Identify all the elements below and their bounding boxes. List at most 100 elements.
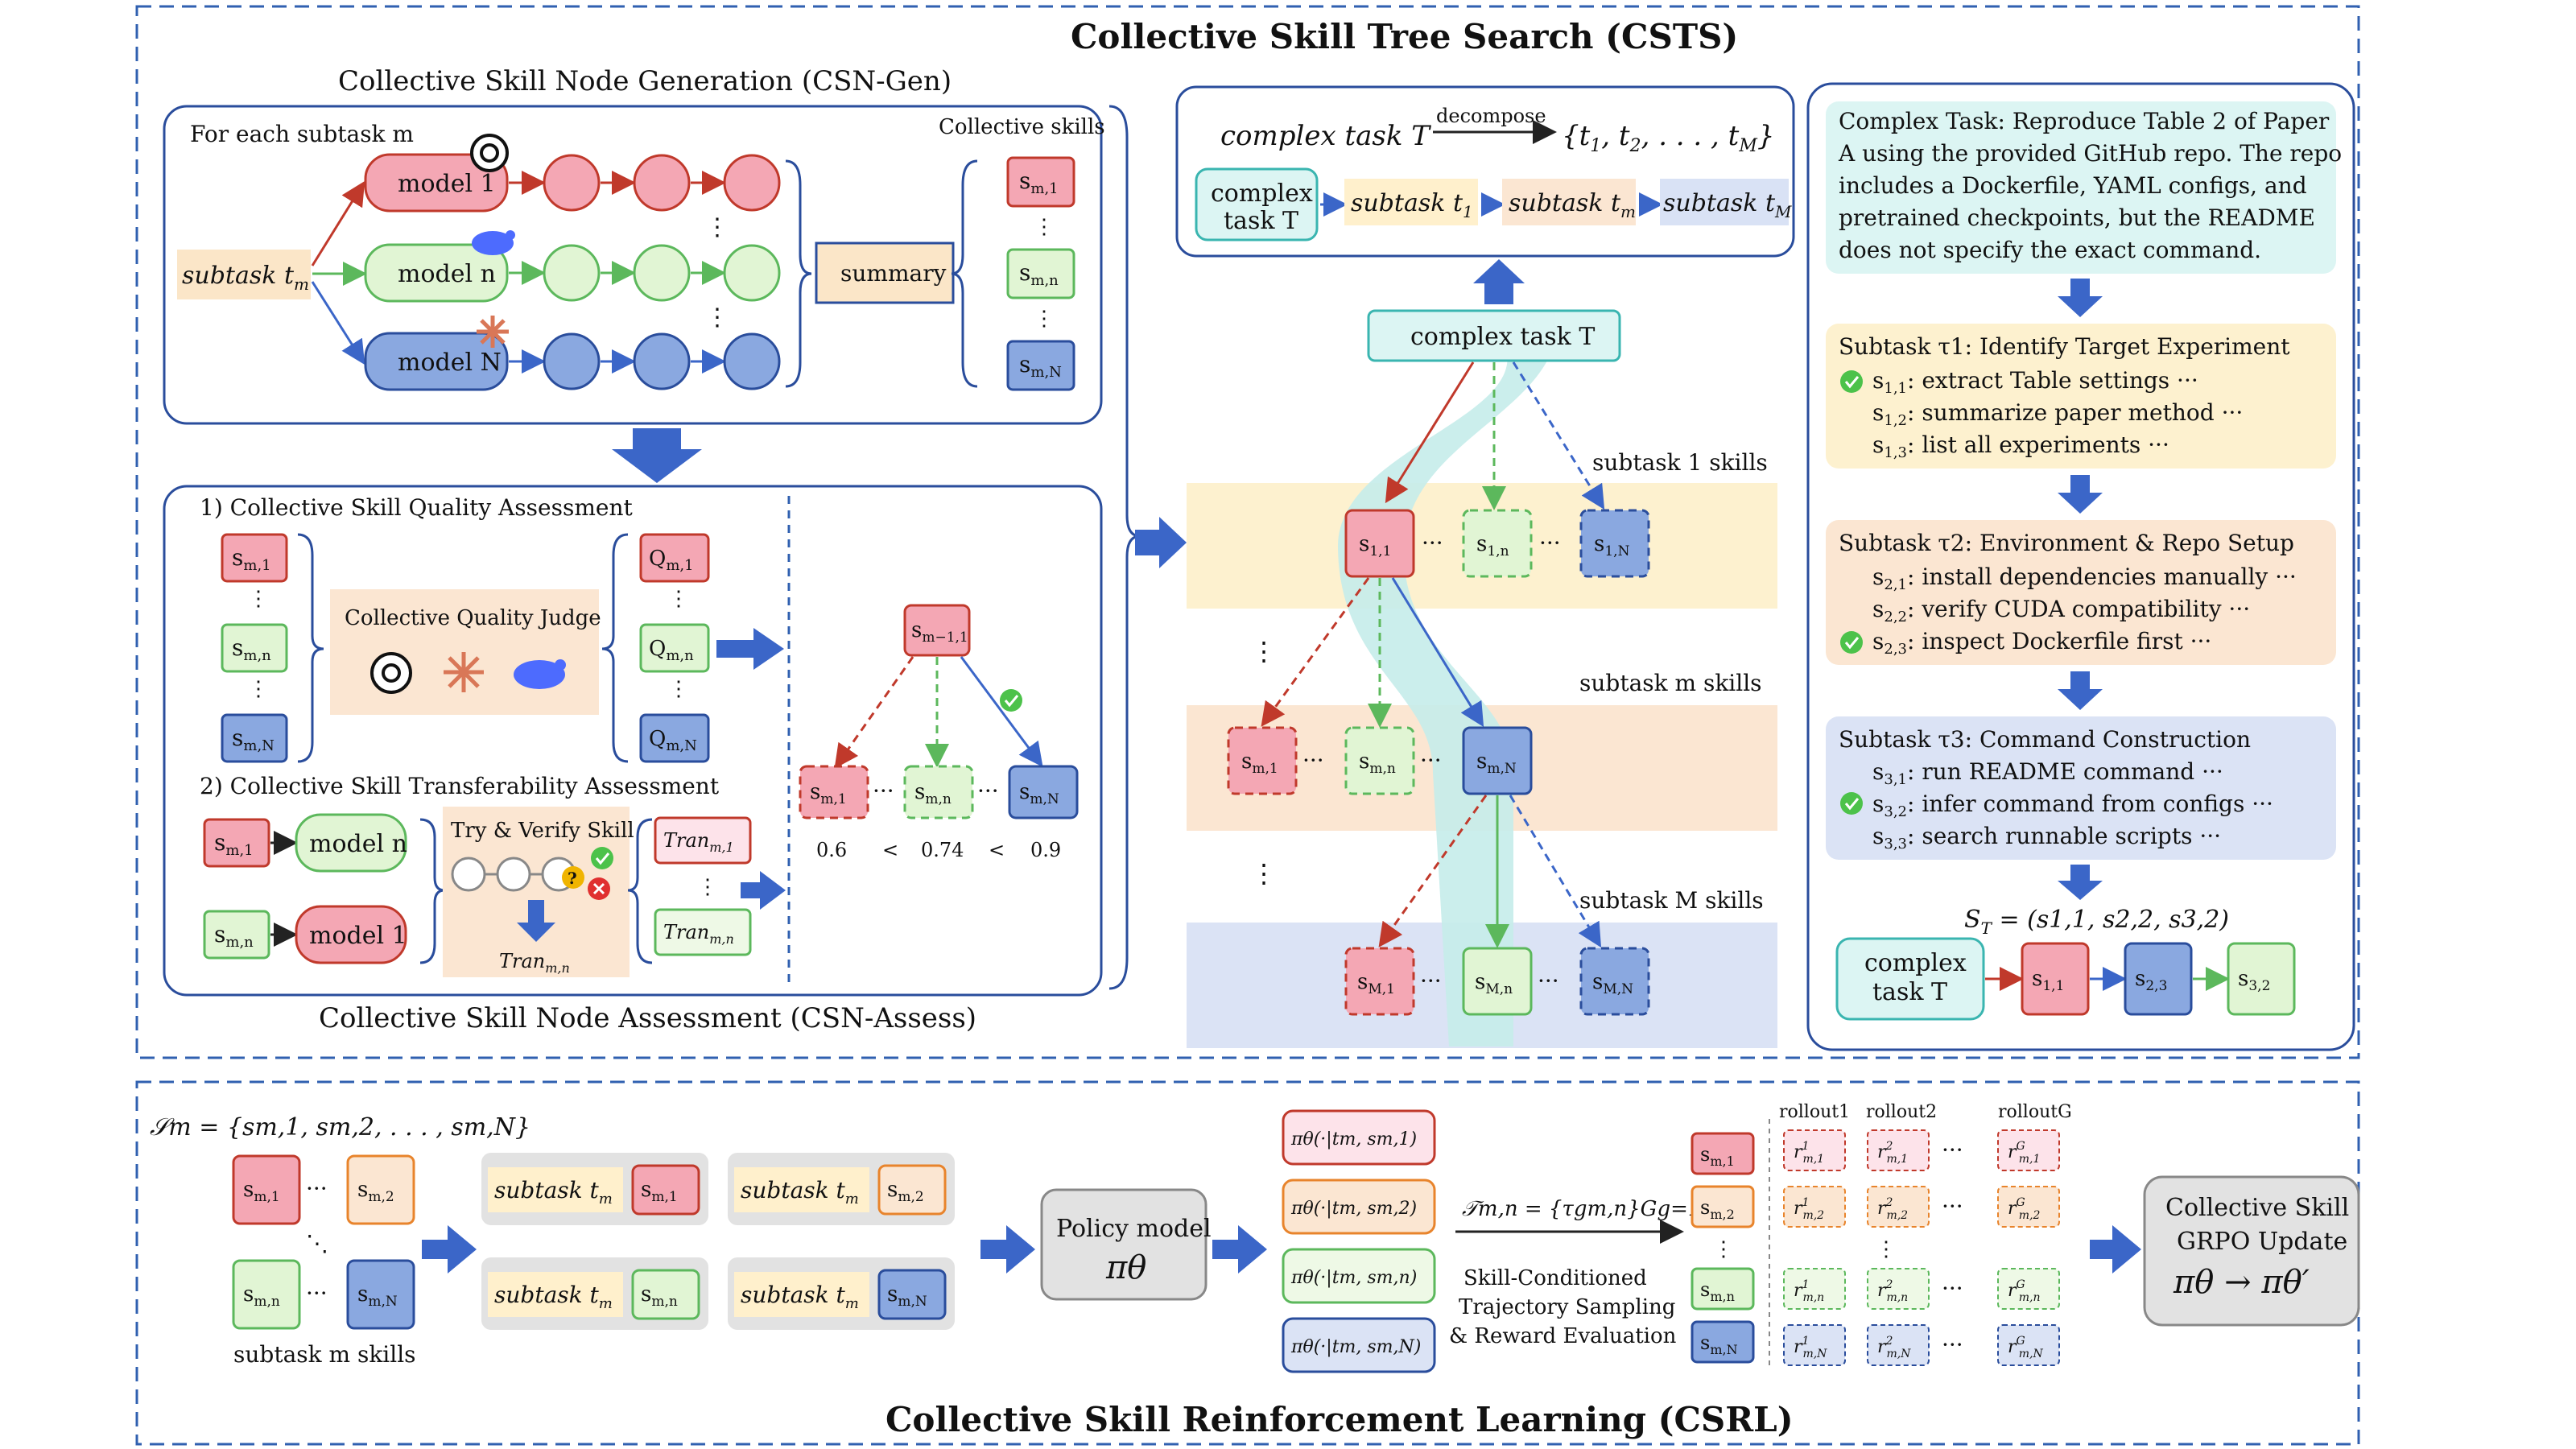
tree-node xyxy=(1462,726,1533,795)
final-skill-node xyxy=(2227,942,2296,1016)
tree-level-m: sm,1 ··· sm,n ··· sm,N xyxy=(1227,726,1533,795)
ddots: ⋱ xyxy=(306,1230,328,1257)
try-verify-label: Try & Verify Skill xyxy=(451,819,634,843)
summary-box xyxy=(815,242,955,304)
vdots: ⋮ xyxy=(248,587,269,611)
skill-label: sm,n xyxy=(232,634,271,664)
example-subtask-title: Subtask τ2: Environment & Repo Setup xyxy=(1839,530,2294,556)
skill-node xyxy=(203,818,270,868)
example-subtask-title: Subtask τ3: Command Construction xyxy=(1839,726,2251,753)
openai-icon xyxy=(370,652,412,694)
policy-output-label: πθ(·|tm, sm,N) xyxy=(1290,1337,1421,1357)
skill-label: sm,N xyxy=(232,724,275,754)
level-label: subtask M skills xyxy=(1579,887,1764,914)
model-n-node xyxy=(295,813,407,873)
hdots: ··· xyxy=(1420,747,1442,774)
reward-skill-node xyxy=(1690,1132,1755,1175)
example-subtask-box xyxy=(1826,716,2336,860)
skill-label: sm,1 xyxy=(1019,167,1059,197)
reward-skill-label: sm,1 xyxy=(1700,1143,1735,1169)
reward-cell xyxy=(1783,1268,1846,1310)
tree-child-node xyxy=(1008,765,1079,819)
hdots: ··· xyxy=(1942,1331,1963,1358)
example-task-line: includes a Dockerfile, YAML configs, and xyxy=(1839,172,2307,199)
tran-score-label: Tranm,1 xyxy=(663,829,734,855)
tree-root-label: complex task T xyxy=(1410,323,1595,351)
right-arrow xyxy=(1135,517,1187,568)
hdots: ··· xyxy=(1539,530,1561,556)
score-separator: < xyxy=(989,839,1005,861)
tree-level-M: sM,1 ··· sM,n ··· sM,N xyxy=(1344,947,1650,1016)
final-skill-label: s1,1 xyxy=(2032,967,2064,994)
vdots: ⋮ xyxy=(1713,1237,1734,1261)
skill-node xyxy=(1006,340,1075,391)
vdots: ⋮ xyxy=(705,213,729,242)
complex-task-line: complex xyxy=(1211,180,1313,208)
model-1-label: model 1 xyxy=(398,170,496,198)
reward-cell xyxy=(1783,1324,1846,1366)
vdots: ⋮ xyxy=(1251,636,1277,667)
quality-score-label: Qm,1 xyxy=(649,547,694,574)
down-arrow xyxy=(517,900,555,942)
gen-title: Collective Skill Node Generation (CSN-Ge… xyxy=(338,65,952,97)
example-subtask-box xyxy=(1826,324,2336,469)
decompose-label: decompose xyxy=(1436,105,1546,127)
q-score-list: Qm,1 ⋮ Qm,n ⋮ Qm,N xyxy=(639,533,710,763)
pair-subtask-chip xyxy=(734,1167,869,1212)
reward-cell xyxy=(1867,1186,1930,1228)
csrl-skill-node xyxy=(232,1154,301,1225)
model-n-node xyxy=(364,243,509,303)
reward-cell xyxy=(1867,1324,1930,1366)
down-arrow xyxy=(2058,865,2103,900)
grpo-label: GRPO Update xyxy=(2177,1228,2347,1256)
csrl-skill-label: sm,n xyxy=(243,1282,280,1310)
example-skill-line: s2,2: verify CUDA compatibility ··· xyxy=(1872,596,2250,625)
hdots: ··· xyxy=(1538,968,1559,994)
check-icon xyxy=(591,847,613,869)
csrl-skill-node xyxy=(346,1259,415,1330)
level-label: subtask 1 skills xyxy=(1592,449,1768,476)
reward-skill-label: sm,2 xyxy=(1700,1196,1735,1222)
tree-root-node xyxy=(1367,309,1621,362)
csrl-skill-grid: sm,1 ··· sm,2 ⋱ sm,n ··· sm,N xyxy=(232,1154,415,1330)
reward-skill-label: sm,n xyxy=(1700,1278,1735,1304)
collective-skills-title: Collective skills xyxy=(939,115,1105,139)
tree-node-label: sM,N xyxy=(1592,970,1633,997)
skill-label: sm,N xyxy=(1019,351,1062,381)
tree-node xyxy=(1579,509,1650,578)
score-value: 0.9 xyxy=(1030,839,1061,861)
tran-score-node xyxy=(654,908,752,956)
subtask-chip xyxy=(1502,179,1636,225)
skill-label: sm,1 xyxy=(232,544,271,574)
final-complex-task-line: task T xyxy=(1872,978,1947,1006)
tree-node-label: sm,N xyxy=(1476,749,1517,777)
example-subtask-box xyxy=(1826,520,2336,665)
reward-skill-node xyxy=(1690,1267,1755,1311)
tree-node-label: sm,1 xyxy=(1241,749,1278,777)
sampling-label: Trajectory Sampling xyxy=(1459,1295,1675,1319)
csrl-skill-label: sm,N xyxy=(357,1282,398,1310)
model-n-label: model n xyxy=(398,260,496,288)
policy-output-label: πθ(·|tm, sm,2) xyxy=(1290,1199,1417,1219)
reward-cell xyxy=(1997,1268,2060,1310)
grpo-update-formula: πθ → πθ′ xyxy=(2173,1264,2310,1301)
csrl-skill-label: sm,2 xyxy=(357,1178,394,1205)
csrl-skill-node xyxy=(232,1259,301,1330)
pair-subtask-label: subtask tm xyxy=(494,1177,613,1208)
vdots: ⋮ xyxy=(668,677,689,701)
tran-score-label: Tranm,n xyxy=(663,921,734,947)
subtask-set: {t1, t2, . . . , tM} xyxy=(1562,120,1775,156)
csts-title: Collective Skill Tree Search (CSTS) xyxy=(1071,17,1738,56)
final-skill-node xyxy=(2124,942,2193,1016)
model-N-node xyxy=(364,332,509,391)
tree-root-label: sm−1,1 xyxy=(911,618,968,646)
openai-icon xyxy=(470,134,509,172)
hdots: ··· xyxy=(873,778,894,804)
tran-result: Tranm,n xyxy=(499,950,570,976)
score-row: 0.6 < 0.74 < 0.9 xyxy=(816,839,1061,861)
hdots: ··· xyxy=(1942,1275,1963,1302)
subtask-chip-label: subtask tM xyxy=(1663,189,1792,221)
policy-symbol: πθ xyxy=(1105,1249,1146,1286)
